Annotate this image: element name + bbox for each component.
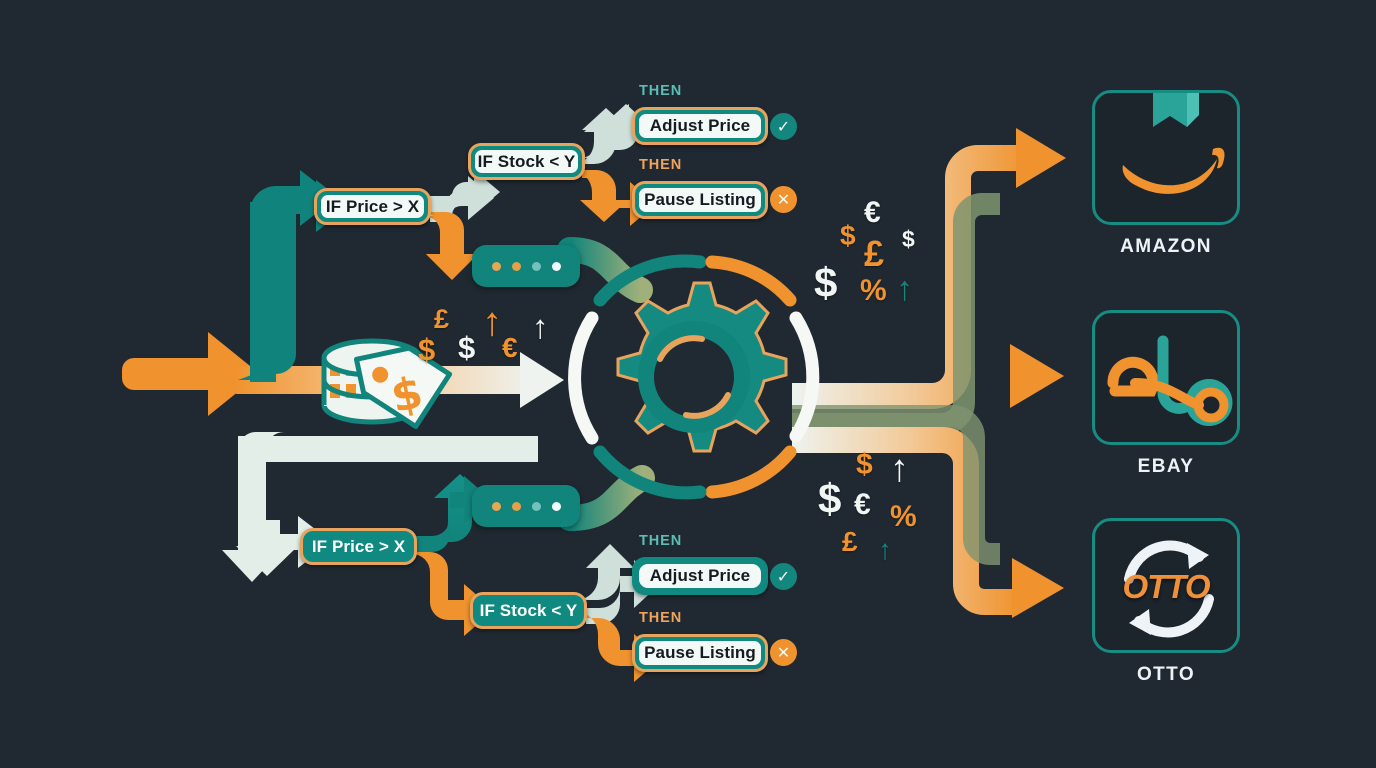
currency-symbol-lower-1: $	[856, 448, 873, 481]
pill-dot-3	[531, 501, 541, 511]
action-top-adjust-price-label: Adjust Price	[637, 112, 763, 140]
condition-bottom-price[interactable]: IF Price > X	[300, 528, 417, 565]
currency-symbol-center-0: £	[434, 304, 450, 334]
pill-dot-4	[551, 261, 561, 271]
pill-dot-2	[511, 501, 521, 511]
then-label-top-1: THEN	[639, 83, 683, 99]
output-route-otto	[792, 427, 1064, 618]
then-label-top-2: THEN	[639, 157, 683, 173]
marketplace-ebay-label: EBAY	[1137, 456, 1195, 477]
status-ok-icon-top: ✓	[770, 113, 797, 140]
amazon-logo	[1092, 90, 1240, 225]
gear-icon	[568, 254, 820, 500]
marketplace-amazon-label: AMAZON	[1120, 236, 1212, 257]
currency-symbol-upper-4: $	[814, 259, 838, 306]
input-arrow-icon	[122, 332, 260, 416]
currency-symbol-lower-4: %	[890, 500, 917, 533]
action-top-adjust-price[interactable]: Adjust Price	[632, 107, 768, 145]
pill-dot-1	[491, 501, 501, 511]
currency-symbol-center-3: ↑	[482, 300, 502, 344]
condition-top-price-label: IF Price > X	[319, 193, 426, 220]
link-top-price-to-stock	[430, 170, 500, 222]
currency-symbol-upper-2: $	[902, 226, 915, 252]
condition-bottom-price-label: IF Price > X	[307, 535, 410, 558]
currency-symbol-lower-0: $	[818, 475, 842, 522]
marketplace-otto-label: OTTO	[1136, 664, 1196, 685]
coin-stack-price-tag-icon: $	[321, 338, 453, 429]
currency-symbol-lower-6: ↑	[878, 534, 892, 565]
then-label-bottom-1: THEN	[639, 533, 683, 549]
action-bottom-adjust-price[interactable]: Adjust Price	[632, 557, 768, 595]
currency-symbol-lower-3: €	[854, 488, 871, 521]
pill-dot-2	[511, 261, 521, 271]
pill-dot-3	[531, 261, 541, 271]
link-top-price-to-pill	[408, 212, 478, 280]
branch-up-arrow-top	[238, 170, 350, 382]
marketplace-otto[interactable]: OTTO OTTO	[1092, 518, 1240, 686]
currency-symbol-center-4: €	[502, 332, 518, 363]
action-top-pause-listing[interactable]: Pause Listing	[632, 181, 768, 219]
then-label-bottom-2: THEN	[639, 610, 683, 626]
currency-symbol-lower-2: ↑	[890, 448, 909, 490]
action-bottom-adjust-price-label: Adjust Price	[639, 564, 761, 588]
pill-dot-4	[551, 501, 561, 511]
currency-symbol-upper-1: €	[864, 196, 881, 229]
condition-top-stock-label: IF Stock < Y	[473, 148, 580, 175]
output-route-secondary-lower	[792, 405, 1000, 565]
action-bottom-pause-listing-label: Pause Listing	[637, 639, 763, 667]
status-no-icon-bottom: ✕	[770, 639, 797, 666]
otto-wordmark: OTTO	[1122, 568, 1210, 605]
status-ok-icon-bottom: ✓	[770, 563, 797, 590]
pill-dot-1	[491, 261, 501, 271]
action-bottom-pause-listing[interactable]: Pause Listing	[632, 634, 768, 672]
condition-top-price[interactable]: IF Price > X	[314, 188, 431, 225]
status-no-icon-top: ✕	[770, 186, 797, 213]
currency-symbol-center-2: $	[458, 330, 476, 365]
action-top-pause-listing-label: Pause Listing	[637, 186, 763, 214]
condition-bottom-stock-label: IF Stock < Y	[477, 599, 580, 622]
currency-symbol-lower-5: £	[842, 526, 858, 557]
ebay-logo	[1092, 310, 1240, 445]
currency-symbol-center-1: $	[418, 332, 436, 367]
currency-symbol-upper-5: %	[860, 274, 887, 307]
currency-symbol-upper-0: $	[840, 220, 856, 251]
currency-symbol-upper-3: £	[864, 233, 885, 274]
output-route-ebay	[792, 344, 1064, 415]
condition-top-stock[interactable]: IF Stock < Y	[468, 143, 585, 180]
marketplace-ebay[interactable]: EBAY	[1092, 310, 1240, 478]
currency-symbol-upper-6: ↑	[896, 270, 913, 308]
progress-pill-bottom	[472, 485, 580, 527]
progress-pill-top	[472, 245, 580, 287]
condition-bottom-stock[interactable]: IF Stock < Y	[470, 592, 587, 629]
marketplace-amazon[interactable]: AMAZON	[1092, 90, 1240, 258]
currency-symbol-center-5: ↑	[532, 308, 549, 345]
otto-logo: OTTO	[1092, 518, 1240, 653]
